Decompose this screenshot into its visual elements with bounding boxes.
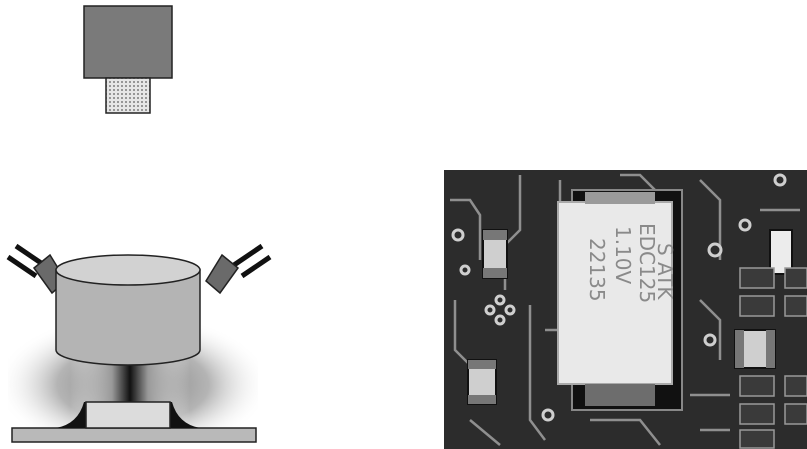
circuit-board-base <box>12 428 256 442</box>
dome-top <box>56 255 200 285</box>
pcb-photo: EDC125 S ATK 1.10V 22135 <box>444 170 807 449</box>
component-marking-2: S ATK <box>653 243 677 300</box>
camera-lens <box>106 78 150 113</box>
component-marking-4: 22135 <box>585 238 609 302</box>
camera-icon <box>84 6 172 113</box>
component-marking-3: 1.10V <box>611 226 635 285</box>
pcb-main-component: EDC125 S ATK 1.10V 22135 <box>558 190 682 410</box>
component-body <box>86 402 170 428</box>
camera-body <box>84 6 172 78</box>
right-lamp <box>206 246 270 293</box>
